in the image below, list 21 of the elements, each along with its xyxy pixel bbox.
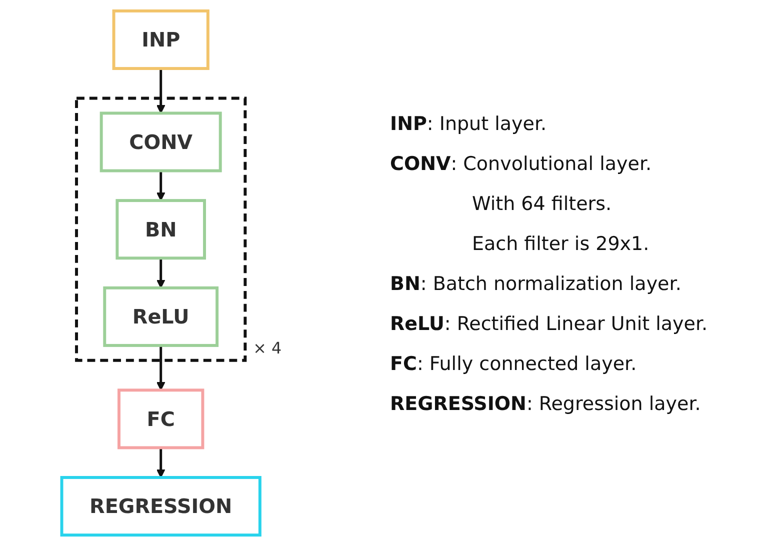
arrow bbox=[156, 345, 166, 391]
legend-note: REGRESSION: Regression layer. bbox=[390, 393, 702, 415]
arrow bbox=[156, 258, 166, 288]
node-box bbox=[116, 199, 206, 260]
node-box bbox=[118, 388, 204, 450]
flowchart: × 4 INP CONV BN ReLU FC REGRESSION bbox=[0, 3, 370, 543]
legend-note: BN: Batch normalization layer. bbox=[390, 273, 682, 295]
arrow bbox=[156, 68, 166, 114]
legend-note: FC: Fully connected layer. bbox=[390, 353, 638, 375]
cluster bbox=[75, 96, 247, 362]
legend-note: Each filter is 29x1. bbox=[471, 233, 650, 255]
legend-note: INP: Input layer. bbox=[390, 113, 548, 135]
arrow bbox=[156, 448, 166, 478]
legend-note: With 64 filters. bbox=[471, 193, 613, 215]
legend-note: CONV: Convolutional layer. bbox=[390, 153, 653, 175]
node-box bbox=[103, 286, 219, 347]
legend-note: ReLU: Rectified Linear Unit layer. bbox=[390, 313, 708, 335]
node-box bbox=[112, 9, 210, 70]
arrow bbox=[156, 170, 166, 201]
node-box bbox=[100, 112, 222, 172]
node-box bbox=[60, 476, 262, 537]
